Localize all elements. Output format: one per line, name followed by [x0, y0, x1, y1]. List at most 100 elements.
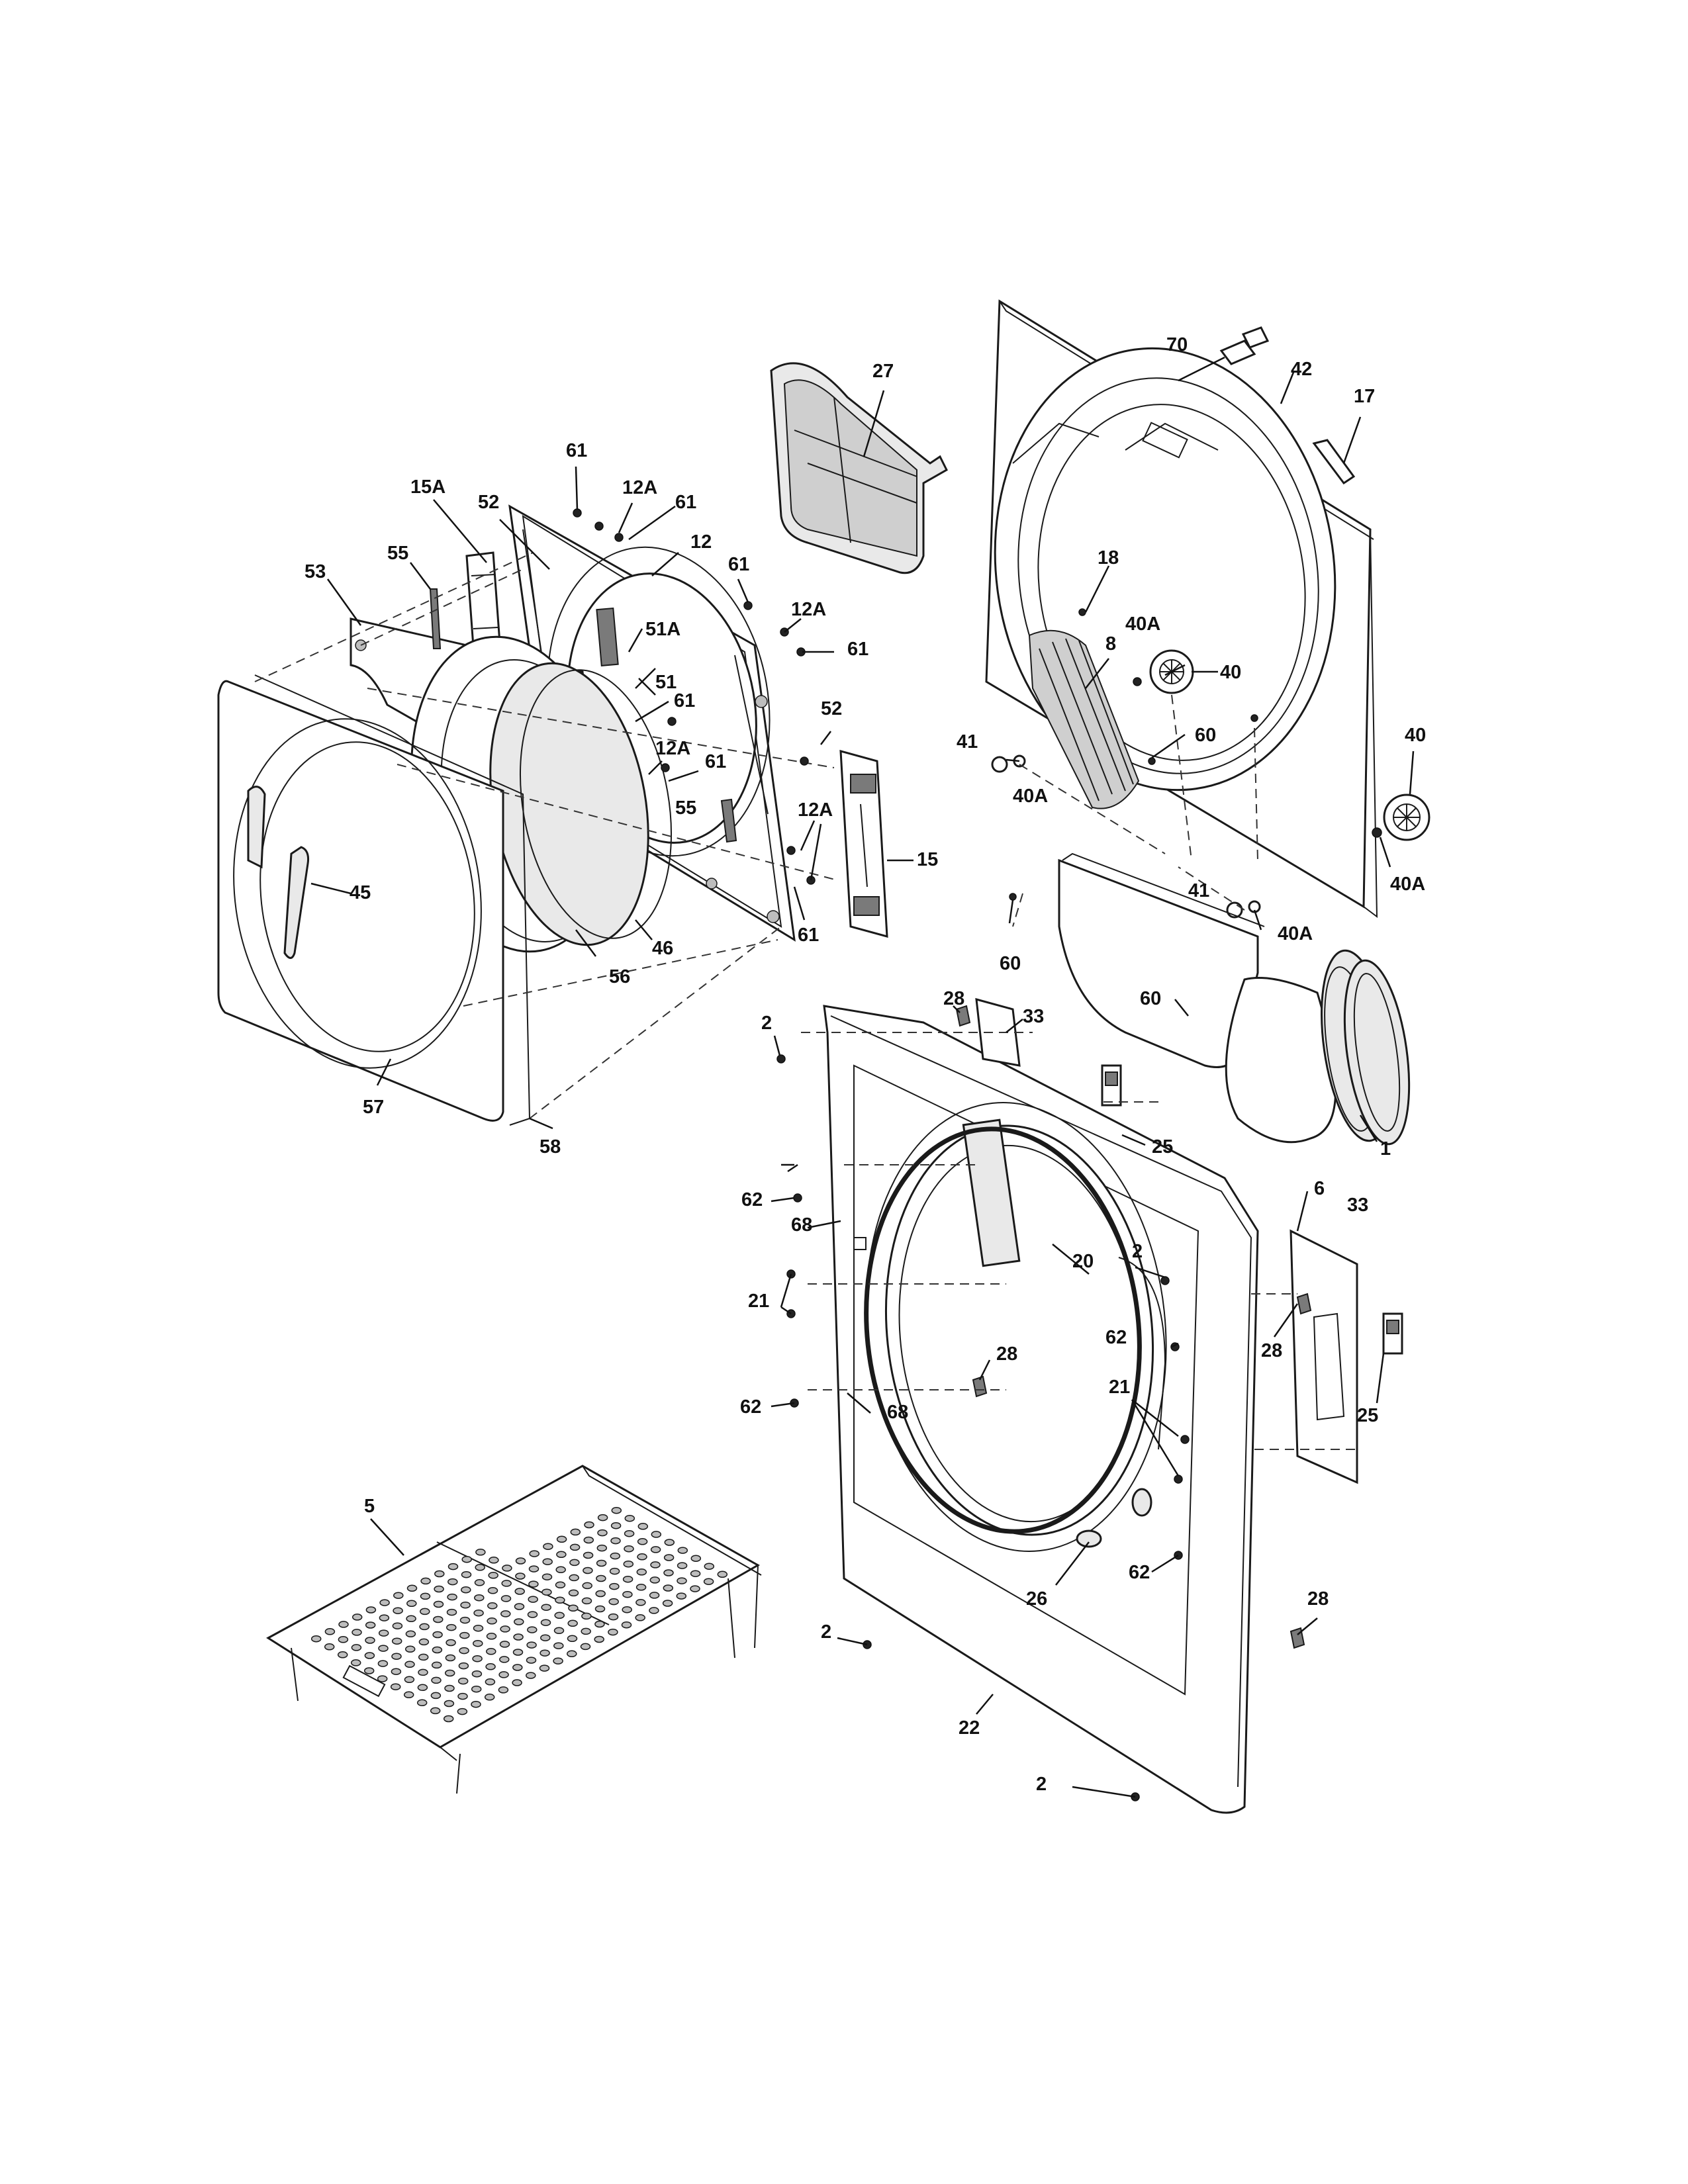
rack-hole	[363, 1667, 375, 1674]
callout-2: 2	[1132, 1241, 1143, 1262]
rack-hole	[597, 1514, 608, 1522]
callout-56: 56	[609, 966, 630, 987]
rack-hole	[419, 1623, 430, 1631]
rack-hole	[649, 1607, 659, 1614]
rack-hole	[338, 1621, 349, 1628]
rack-hole	[581, 1627, 591, 1635]
rack-hole	[324, 1628, 336, 1635]
rack-hole	[310, 1635, 322, 1643]
rack-hole	[459, 1647, 469, 1655]
rack-hole	[637, 1523, 649, 1530]
rack-hole	[404, 1645, 416, 1653]
rack-hole	[704, 1563, 715, 1570]
rack-hole	[527, 1626, 538, 1633]
rack-hole	[445, 1654, 456, 1662]
rack-hole	[500, 1625, 510, 1633]
rack-hole	[635, 1599, 646, 1606]
rack-hole	[391, 1653, 402, 1660]
rack-hole	[583, 1551, 594, 1559]
rack-hole	[432, 1631, 443, 1639]
rack-hole	[622, 1606, 632, 1614]
callout-labels: 70 42 17 27 61 15A 12A 61 52 12 53 55 61…	[305, 334, 1426, 1795]
rack-hole	[677, 1562, 688, 1569]
rack-hole	[502, 1565, 512, 1572]
callout-52: 52	[821, 698, 842, 719]
callout-40a: 40A	[1013, 786, 1048, 807]
rack-hole	[553, 1642, 564, 1649]
rack-hole	[528, 1580, 539, 1588]
rack-hole	[393, 1607, 403, 1614]
rack-hole	[567, 1619, 578, 1627]
callout-61: 61	[566, 440, 587, 461]
rack-hole	[608, 1628, 618, 1636]
callout-55: 55	[675, 797, 696, 819]
rack-hole	[512, 1649, 524, 1656]
rack-hole	[365, 1606, 377, 1614]
rack-hole	[418, 1668, 428, 1676]
rack-hole	[635, 1614, 645, 1621]
rack-hole	[474, 1579, 485, 1586]
rack-hole	[377, 1660, 389, 1667]
rack-hole	[364, 1652, 375, 1659]
rack-hole	[471, 1700, 481, 1708]
callout-28: 28	[1307, 1588, 1329, 1610]
rack-hole	[457, 1692, 468, 1700]
callout-12a: 12A	[798, 799, 833, 821]
rack-hole	[445, 1639, 456, 1647]
rack-hole	[662, 1600, 673, 1607]
rack-hole	[595, 1590, 606, 1598]
callout-25: 25	[1357, 1405, 1378, 1426]
rack-hole	[458, 1662, 469, 1670]
callout-28: 28	[943, 988, 964, 1009]
rack-hole	[624, 1514, 635, 1522]
rack-hole	[582, 1582, 592, 1590]
rack-hole	[610, 1552, 621, 1560]
callout-12: 12	[690, 531, 712, 553]
rack-hole	[527, 1611, 538, 1618]
callout-15a: 15A	[410, 477, 445, 498]
rack-hole	[447, 1593, 457, 1601]
rack-hole	[596, 1574, 606, 1582]
rack-hole	[475, 1564, 485, 1571]
rack-hole	[514, 1618, 524, 1625]
rack-hole	[443, 1715, 454, 1723]
rack-hole	[475, 1549, 486, 1556]
rack-hole	[378, 1645, 389, 1652]
rack-hole	[555, 1581, 566, 1589]
rack-hole	[596, 1544, 608, 1552]
rack-hole	[391, 1637, 402, 1645]
rack-hole	[567, 1635, 578, 1643]
drying-rack-part	[266, 1465, 762, 1794]
rack-hole	[622, 1590, 633, 1598]
rack-hole	[690, 1585, 700, 1592]
callout-12a: 12A	[791, 599, 826, 620]
rack-hole	[663, 1554, 675, 1561]
rack-hole	[553, 1627, 565, 1635]
rack-hole	[555, 1596, 565, 1604]
rack-hole	[406, 1615, 416, 1623]
rack-hole	[568, 1589, 579, 1597]
callout-61: 61	[674, 690, 695, 711]
rack-hole	[580, 1643, 591, 1651]
rack-hole	[677, 1577, 687, 1584]
rack-hole	[636, 1569, 647, 1576]
rack-hole	[377, 1675, 388, 1682]
callout-28: 28	[996, 1343, 1017, 1365]
rack-hole	[512, 1664, 523, 1671]
rack-hole	[717, 1570, 728, 1578]
callout-51a: 51A	[645, 619, 680, 640]
rack-hole	[526, 1641, 537, 1649]
rack-hole	[444, 1700, 455, 1707]
callout-20: 20	[1072, 1251, 1094, 1272]
callout-22: 22	[959, 1717, 980, 1739]
rack-hole	[596, 1559, 607, 1567]
rack-hole	[365, 1637, 375, 1644]
callout-61: 61	[728, 554, 749, 575]
rack-hole	[501, 1580, 512, 1587]
callout-51: 51	[655, 672, 677, 693]
rack-hole	[637, 1538, 648, 1545]
rear-bulkhead-part	[985, 299, 1378, 919]
cabinet-front-part	[823, 1005, 1259, 1814]
rack-hole	[554, 1612, 565, 1619]
rack-hole	[515, 1572, 526, 1580]
